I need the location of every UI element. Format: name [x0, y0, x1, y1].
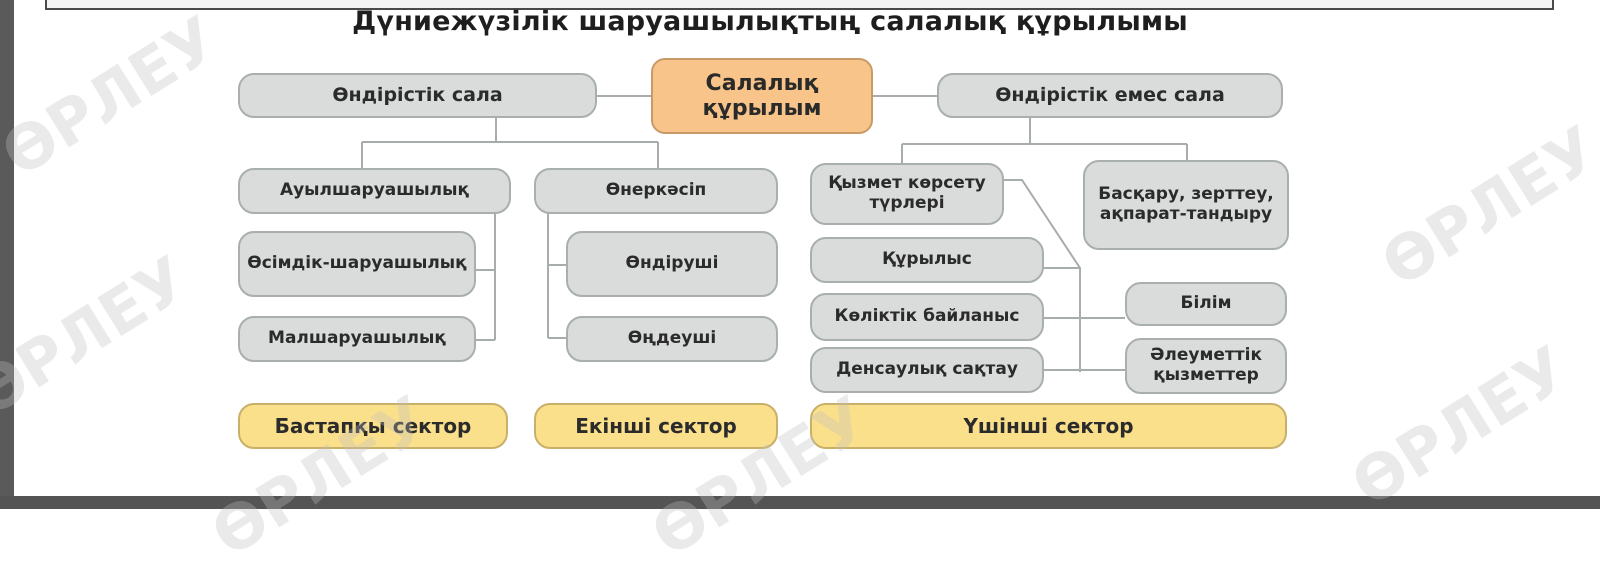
non-production-sector-node: Өндірістік емес сала	[937, 73, 1283, 118]
livestock-node: Малшаруашылық	[238, 316, 476, 362]
tertiary-sector-label: Үшінші сектор	[810, 403, 1287, 449]
left-edge-bar	[0, 0, 14, 509]
top-frame-strip	[45, 0, 1554, 10]
processing-industry-node: Өңдеуші	[566, 316, 778, 362]
crop-farming-node: Өсімдік-шаруашылық	[238, 231, 476, 297]
extracting-industry-node: Өндіруші	[566, 231, 778, 297]
connector-services-spine	[1004, 179, 1081, 372]
production-sector-node: Өндірістік сала	[238, 73, 597, 118]
industry-node: Өнеркәсіп	[534, 168, 778, 214]
diagram-title: Дүниежүзілік шаруашылықтың салалық құрыл…	[352, 6, 1188, 37]
management-research-node: Басқару, зерттеу, ақпарат-тандыру	[1083, 160, 1289, 250]
secondary-sector-label: Екінші сектор	[534, 403, 778, 449]
construction-node: Құрылыс	[810, 237, 1044, 283]
social-services-node: Әлеуметтік қызметтер	[1125, 338, 1287, 394]
services-node: Қызмет көрсету түрлері	[810, 163, 1004, 225]
agriculture-node: Ауылшаруашылық	[238, 168, 511, 214]
primary-sector-label: Бастапқы сектор	[238, 403, 508, 449]
transport-node: Көліктік байланыс	[810, 293, 1044, 341]
education-node: Білім	[1125, 282, 1287, 326]
bottom-edge-bar	[0, 496, 1600, 509]
connector-lines	[361, 95, 1188, 372]
healthcare-node: Денсаулық сақтау	[810, 347, 1044, 393]
root-node: Салалық құрылым	[651, 58, 873, 134]
